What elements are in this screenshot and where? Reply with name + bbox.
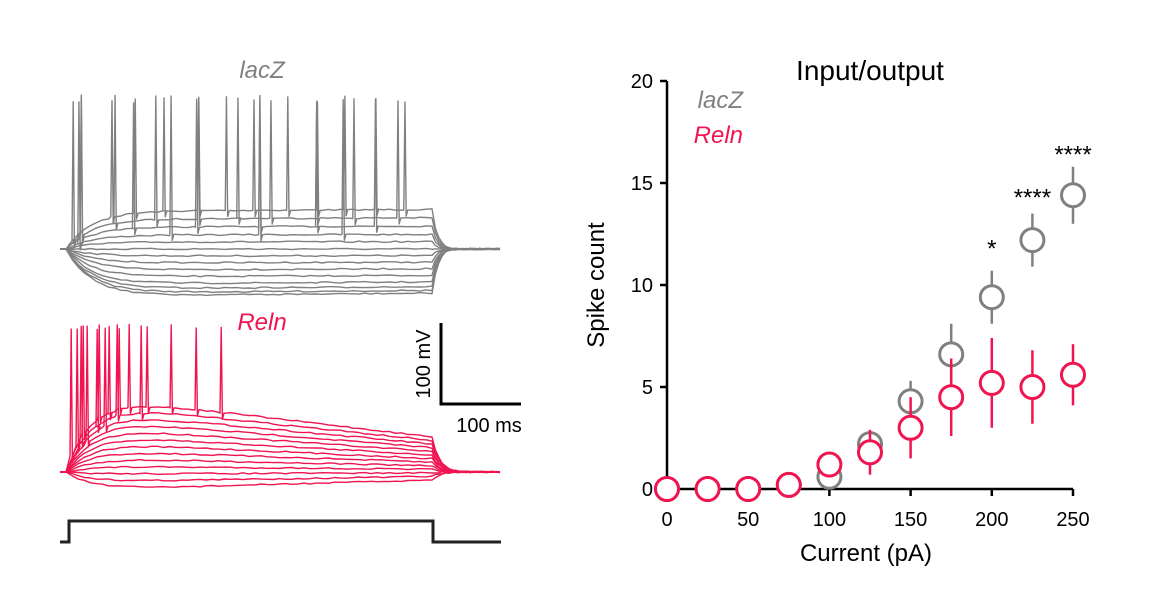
voltage-trace xyxy=(60,94,501,251)
x-tick-label: 250 xyxy=(1056,509,1089,531)
x-tick-label: 200 xyxy=(975,509,1008,531)
lacz-traces-label: lacZ xyxy=(239,57,286,84)
data-point xyxy=(1060,361,1086,388)
data-point xyxy=(857,439,883,466)
significance-annotations: ********* xyxy=(987,142,1092,263)
y-tick-label: 10 xyxy=(631,275,653,297)
voltage-trace xyxy=(60,470,501,475)
y-tick-label: 5 xyxy=(642,377,653,399)
lacz-voltage-traces xyxy=(60,94,501,297)
reln-voltage-traces xyxy=(60,323,501,488)
voltage-trace xyxy=(60,470,501,488)
current-step-protocol xyxy=(60,519,501,544)
y-tick-label: 0 xyxy=(642,479,653,501)
voltage-trace xyxy=(60,248,501,297)
data-point xyxy=(1060,182,1086,209)
x-axis-ticks: 0 50 100 150 200 250 xyxy=(661,489,1090,531)
legend: lacZ Reln xyxy=(694,87,745,149)
x-axis-label: Current (pA) xyxy=(800,540,932,567)
y-axis-ticks: 0 5 10 15 20 xyxy=(631,71,667,501)
chart-series xyxy=(654,166,1086,502)
data-point xyxy=(938,384,965,411)
significance-marker: **** xyxy=(1014,184,1051,211)
voltage-trace xyxy=(60,323,501,473)
traces-panel: lacZ Reln 100 mV 100 ms xyxy=(60,57,522,544)
data-point xyxy=(694,476,721,502)
data-point xyxy=(735,476,762,502)
significance-marker: * xyxy=(987,235,996,262)
voltage-trace xyxy=(60,94,501,251)
chart-title: Input/output xyxy=(796,55,944,86)
reln-traces-label: Reln xyxy=(237,309,286,336)
input-output-chart: Input/output 0 50 100 150 200 250 0 5 10 15 20 Cu… xyxy=(583,55,1092,567)
data-point xyxy=(654,476,680,502)
x-tick-label: 50 xyxy=(737,509,759,531)
data-point xyxy=(775,471,802,498)
x-tick-label: 150 xyxy=(894,509,927,531)
data-point xyxy=(978,284,1005,311)
series-reln xyxy=(654,338,1086,502)
scale-bar-time-label: 100 ms xyxy=(456,415,522,437)
significance-marker: **** xyxy=(1054,142,1091,169)
scale-bar-voltage-label: 100 mV xyxy=(413,329,435,399)
scale-bar-lines xyxy=(439,323,521,406)
data-point xyxy=(897,414,924,441)
legend-entry-lacz: lacZ xyxy=(698,87,745,114)
voltage-trace xyxy=(60,95,501,251)
voltage-trace xyxy=(60,247,501,251)
scale-bar: 100 mV 100 ms xyxy=(413,323,522,437)
x-tick-label: 0 xyxy=(661,509,672,531)
x-tick-label: 100 xyxy=(813,509,846,531)
data-point xyxy=(1019,374,1046,400)
data-point xyxy=(978,369,1005,396)
data-point xyxy=(816,451,843,478)
y-tick-label: 20 xyxy=(631,71,653,93)
y-axis-label: Spike count xyxy=(583,222,610,348)
data-point xyxy=(1019,227,1046,254)
legend-entry-reln: Reln xyxy=(694,122,743,149)
y-tick-label: 15 xyxy=(631,173,653,195)
